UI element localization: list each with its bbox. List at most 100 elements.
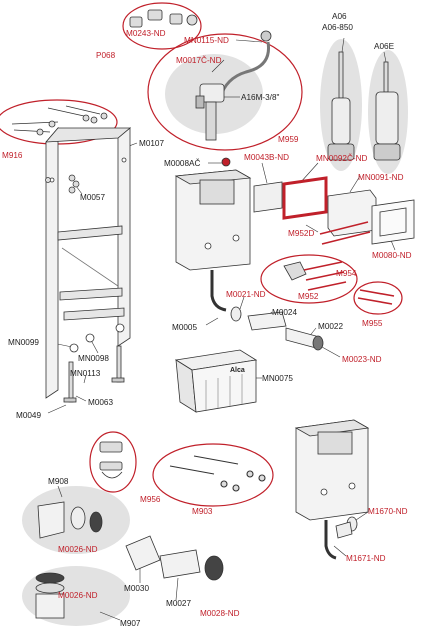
frame-bottom-beam	[63, 307, 125, 321]
hose-nut	[260, 30, 272, 42]
screw-c	[47, 107, 85, 117]
bolt-3	[68, 186, 76, 194]
bolt-2	[72, 180, 80, 188]
nut-2	[147, 9, 163, 21]
rod-a	[303, 261, 343, 271]
label-m0107: M0107	[139, 139, 164, 148]
lower-cistern-hole-1	[320, 488, 328, 496]
label-a06e: A06E	[374, 42, 395, 51]
label-m955: M955	[362, 319, 383, 328]
pipe-m0027	[159, 549, 201, 579]
ring-m0023	[312, 335, 324, 351]
leader-m0063	[75, 395, 87, 402]
rod-m903-1	[169, 465, 215, 475]
frame-m0080	[371, 199, 415, 245]
label-m0063: M0063	[88, 398, 113, 407]
m908-elbow	[37, 501, 65, 539]
rod-b	[305, 271, 345, 281]
leader-m0027	[175, 577, 179, 601]
lower-cistern-hole-2	[348, 482, 356, 490]
actuator-frames	[253, 176, 415, 245]
leader-m1671	[333, 545, 347, 557]
label-m954: M954	[336, 269, 357, 278]
leader-m0005	[205, 317, 219, 326]
a06-rod	[338, 51, 344, 99]
parts-m907	[35, 572, 65, 619]
label-m959: M959	[278, 135, 299, 144]
label-m0005: M0005	[172, 323, 197, 332]
cistern-hole-right	[232, 234, 240, 242]
frame-top-beam	[45, 127, 132, 143]
clamp-m956	[99, 441, 123, 479]
outline-m952	[260, 254, 358, 304]
label-mn0115: MN0115-ND	[184, 36, 229, 45]
label-m0030: M0030	[124, 584, 149, 593]
a06-body	[331, 97, 351, 145]
parts-m908	[37, 501, 103, 539]
frame-brace	[61, 247, 119, 287]
label-m0026-bottom: M0026-ND	[58, 591, 98, 600]
rod-m903-2	[193, 455, 239, 465]
cistern-lower	[294, 419, 370, 560]
label-mn0099: MN0099	[8, 338, 39, 347]
drain-assembly-upper	[230, 306, 324, 351]
label-m952: M952	[298, 292, 319, 301]
clamp-bottom	[99, 461, 123, 471]
frame-leg-left	[68, 361, 74, 403]
flush-valve-a06e	[373, 61, 401, 161]
label-m907: M907	[120, 619, 141, 628]
lower-cistern-outlet	[324, 520, 337, 560]
cistern-upper	[174, 157, 252, 312]
leader-m0017c	[211, 59, 225, 73]
box-mn0091	[327, 189, 377, 237]
label-m0023: M0023-ND	[342, 355, 382, 364]
rod-c	[307, 281, 347, 291]
label-a16m: A16M-3/8"	[241, 93, 279, 102]
leader-m0023	[321, 346, 341, 358]
bolt-4	[45, 177, 51, 183]
label-m956: M956	[140, 495, 161, 504]
flexible-hose	[218, 41, 271, 99]
parts-m0243	[129, 9, 198, 28]
leader-m1670	[355, 511, 369, 521]
lower-cistern-top	[294, 419, 370, 437]
fill-valve-assembly	[195, 30, 272, 141]
screw-b	[13, 129, 51, 133]
label-m0049: M0049	[16, 411, 41, 420]
m907-ring-top	[35, 572, 65, 584]
bolt-1	[68, 174, 76, 182]
nut-m903-2	[232, 484, 240, 492]
label-alca: Alca	[230, 367, 245, 374]
part-labels: P068 M0243-ND MN0115-ND M0017Č-ND A16M-3…	[2, 12, 412, 628]
pipe-m1671	[335, 521, 353, 539]
frame-mid-beam	[57, 225, 123, 241]
label-m0024: M0024	[272, 308, 297, 317]
frame-foot-left	[63, 397, 77, 403]
a06e-rod	[383, 61, 389, 93]
a06e-body	[375, 91, 399, 145]
rods-m954	[283, 261, 347, 291]
insulation-side	[191, 359, 257, 413]
label-m903: M903	[192, 507, 213, 516]
frame-bolt-c	[115, 323, 125, 333]
washer-5	[36, 128, 44, 136]
nut-m903-3	[246, 470, 254, 478]
label-mn0092c: MN0092Č-ND	[316, 153, 367, 163]
label-a06-850: A06-850	[322, 23, 353, 32]
m908-ring-2	[89, 511, 103, 533]
outline-m959	[147, 33, 303, 151]
outline-m955	[353, 281, 403, 315]
label-m0026-top: M0026-ND	[58, 545, 98, 554]
leader-a06	[341, 37, 345, 53]
pipe-m0030	[125, 535, 161, 571]
outline-m0243	[122, 2, 202, 50]
label-m952d: M952D	[288, 229, 314, 238]
rods-m903	[169, 455, 266, 492]
inlet-m0008ac	[221, 157, 231, 167]
label-m0021: M0021-ND	[226, 290, 266, 299]
nut-3	[169, 13, 183, 25]
leader-mn0091	[349, 175, 361, 193]
nut-m903-4	[258, 474, 266, 482]
valve-float	[195, 95, 205, 109]
leader-m908	[57, 485, 63, 498]
